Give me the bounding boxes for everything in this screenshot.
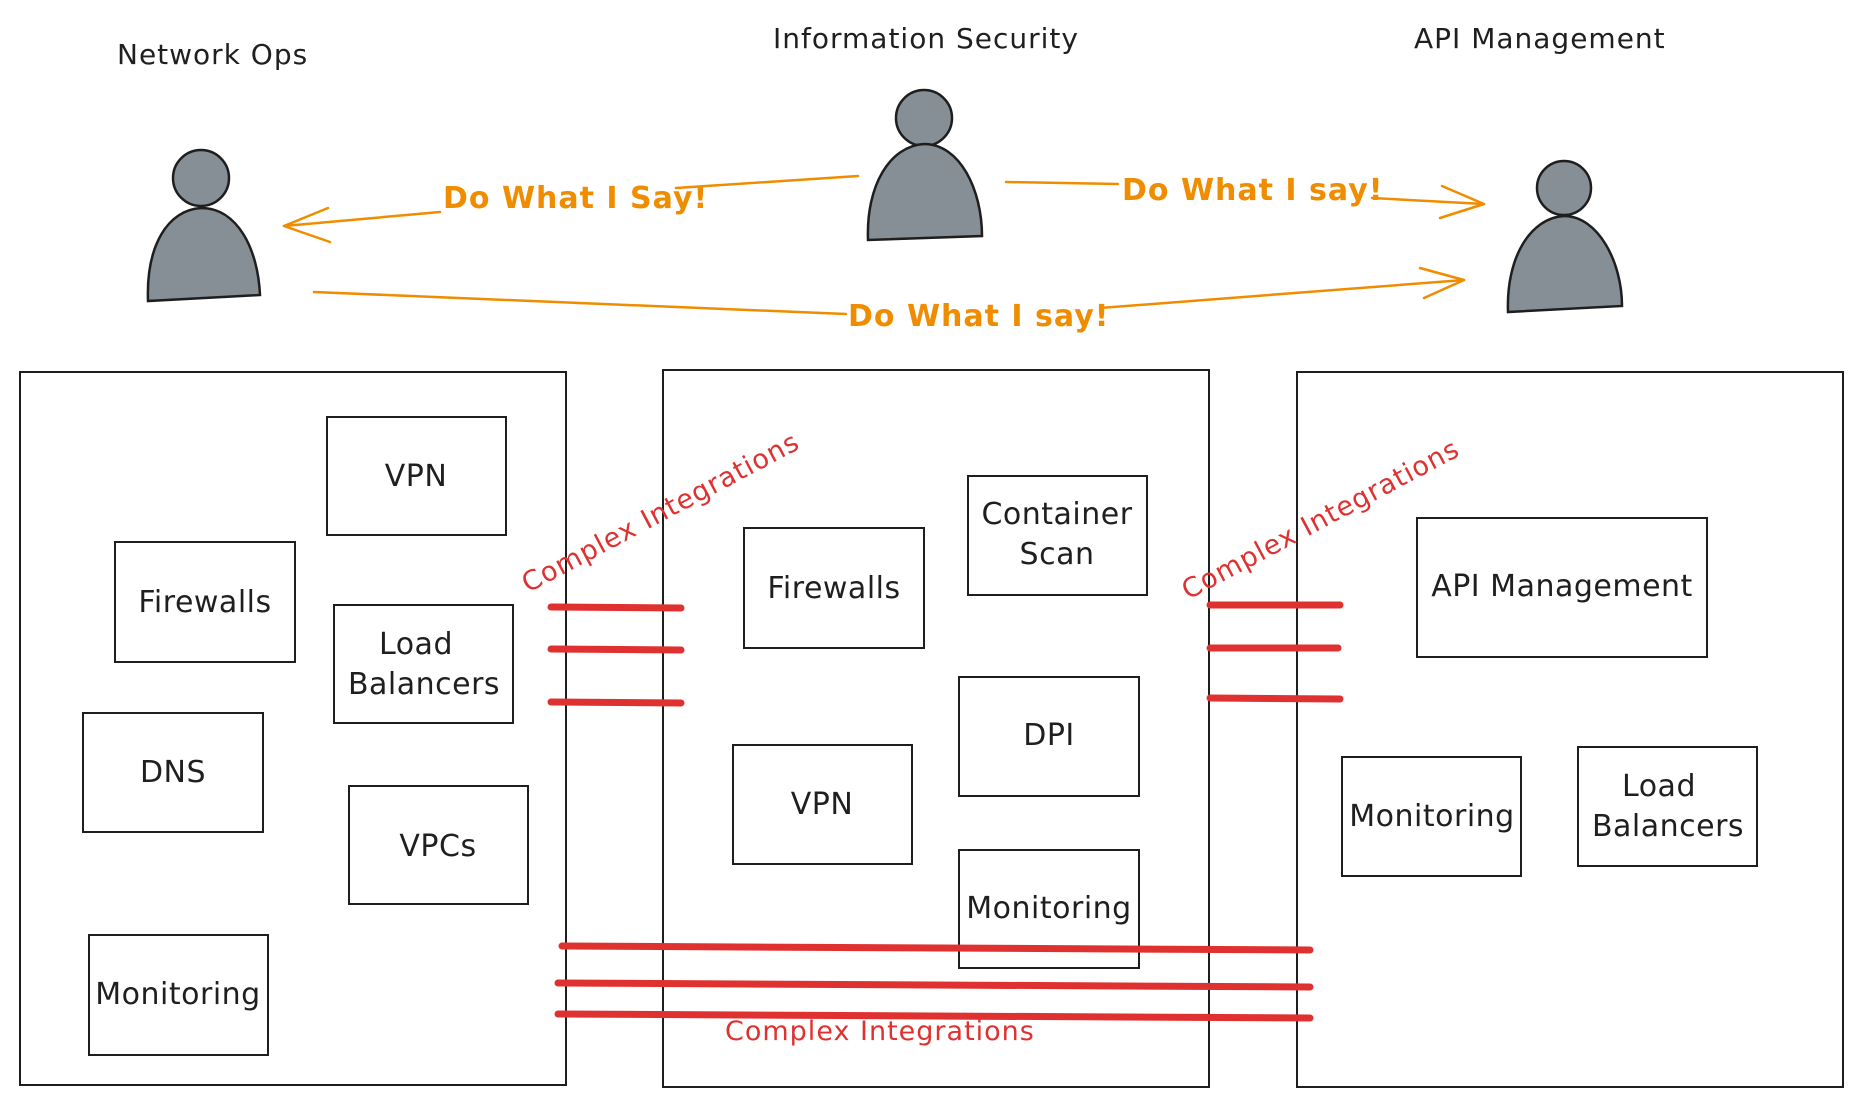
box-netops-firewalls: [114, 541, 296, 663]
box-netops-vpn-label: VPN: [385, 459, 448, 494]
box-api-load-balancers: [1577, 746, 1758, 867]
box-secops-firewalls: [743, 527, 925, 649]
box-netops-load-balancers: [333, 604, 514, 724]
arrow-netops-to-api: [312, 266, 1466, 316]
panel-network-ops: [19, 371, 567, 1086]
integration-lines-bottom: [554, 942, 1314, 1022]
box-secops-monitoring: [958, 849, 1140, 969]
box-netops-monitoring: [88, 934, 269, 1056]
box-secops-container-scan-label-2: Scan: [1020, 537, 1095, 572]
box-netops-dns: [82, 712, 264, 833]
box-secops-dpi: [958, 676, 1140, 797]
box-netops-firewalls-label: Firewalls: [138, 585, 271, 620]
integration-lines-right: [1206, 601, 1344, 703]
box-netops-vpcs-label: VPCs: [399, 829, 476, 864]
box-api-management-label: API Management: [1431, 569, 1693, 604]
box-netops-load-balancers-label-1: Load: [379, 627, 453, 662]
box-api-load-balancers-label-1: Load: [1622, 769, 1696, 804]
panel-api-management: [1296, 371, 1844, 1088]
box-api-monitoring: [1341, 756, 1522, 877]
box-netops-dns-label: DNS: [140, 755, 206, 790]
arrow-secops-to-api: [1004, 180, 1486, 220]
box-netops-load-balancers-label-2: Balancers: [348, 667, 500, 702]
box-secops-monitoring-label: Monitoring: [966, 891, 1131, 926]
arrow-label-secops-to-netops: Do What I Say!: [443, 181, 708, 216]
integration-label-bottom: Complex Integrations: [725, 1016, 1035, 1047]
integration-lines-left: [547, 603, 685, 707]
box-api-management: [1416, 517, 1708, 658]
box-secops-container-scan: [967, 475, 1148, 596]
box-netops-vpcs: [348, 785, 529, 905]
box-api-monitoring-label: Monitoring: [1349, 799, 1514, 834]
box-api-load-balancers-label-2: Balancers: [1592, 809, 1744, 844]
box-secops-vpn-label: VPN: [791, 787, 854, 822]
person-api-management-icon: [1506, 159, 1624, 314]
arrow-label-secops-to-api: Do What I say!: [1122, 173, 1383, 208]
box-secops-container-scan-label-1: Container: [981, 497, 1132, 532]
box-netops-vpn: [326, 416, 507, 536]
person-info-security-icon: [866, 88, 984, 242]
arrow-label-netops-to-api: Do What I say!: [848, 299, 1109, 334]
role-label-network-ops: Network Ops: [117, 38, 308, 71]
person-network-ops-icon: [146, 148, 262, 303]
box-secops-firewalls-label: Firewalls: [767, 571, 900, 606]
panel-info-security: [662, 369, 1210, 1088]
box-secops-dpi-label: DPI: [1023, 718, 1075, 753]
integration-label-left: Complex Integrations: [517, 426, 805, 599]
integration-label-right: Complex Integrations: [1177, 433, 1465, 606]
arrow-secops-to-netops: [282, 174, 860, 244]
role-label-info-security: Information Security: [773, 22, 1079, 55]
box-secops-vpn: [732, 744, 913, 865]
role-label-api-management: API Management: [1414, 22, 1666, 55]
box-netops-monitoring-label: Monitoring: [95, 977, 260, 1012]
